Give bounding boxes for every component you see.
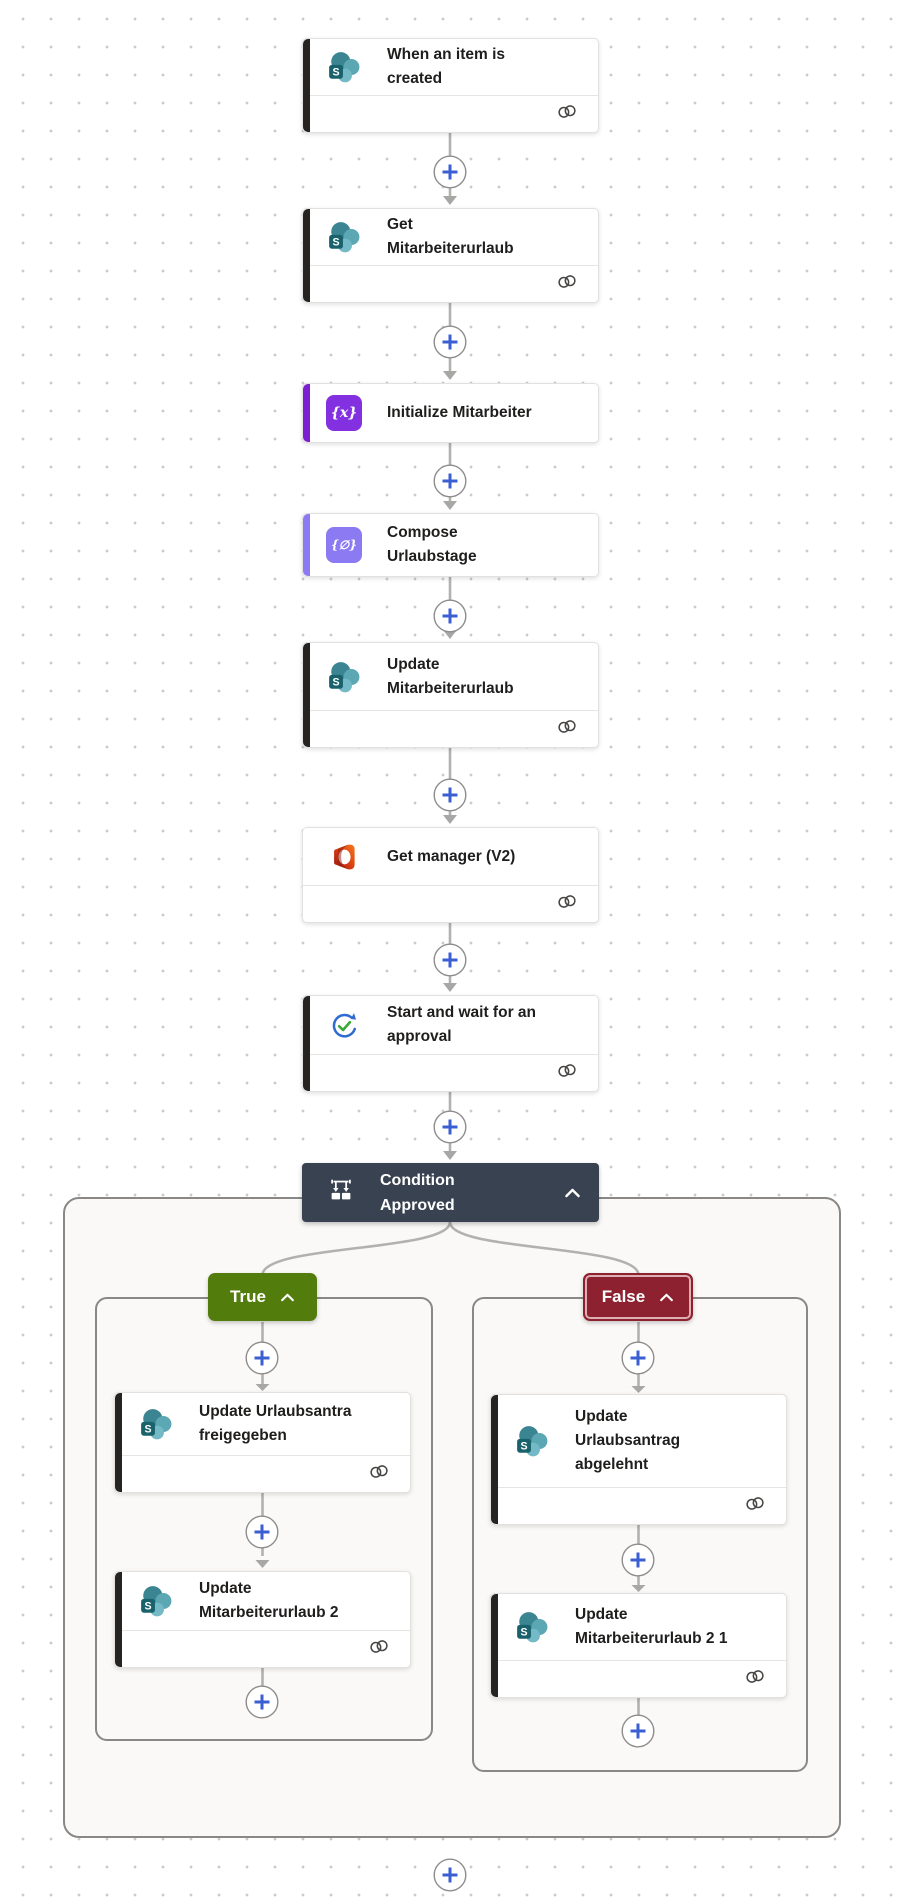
insert-step-button[interactable] xyxy=(621,1714,655,1748)
insert-step-button[interactable] xyxy=(433,943,467,977)
accent-bar xyxy=(303,39,310,132)
connection-link-icon xyxy=(744,1669,766,1689)
accent-bar xyxy=(303,384,310,442)
action-card-update-mitarbeiterurlaub[interactable]: S Update Mitarbeiterurlaub xyxy=(302,642,599,748)
svg-text:S: S xyxy=(144,1424,151,1436)
card-title: Update Mitarbeiterurlaub 2 xyxy=(199,1580,339,1621)
card-title: Update Urlaubsantrag abgelehnt xyxy=(575,1408,681,1473)
svg-text:S: S xyxy=(144,1601,151,1613)
insert-step-button[interactable] xyxy=(433,778,467,812)
sharepoint-icon: S xyxy=(137,1584,175,1618)
true-branch-badge[interactable]: True xyxy=(208,1273,317,1321)
card-title: Initialize Mitarbeiter xyxy=(387,404,532,421)
sharepoint-icon: S xyxy=(325,660,363,694)
accent-bar xyxy=(303,209,310,302)
action-card-start-and-wait-approval[interactable]: Start and wait for an approval xyxy=(302,995,599,1092)
connection-link-icon xyxy=(368,1464,390,1484)
card-footer xyxy=(115,1455,410,1492)
action-card-get-mitarbeiterurlaub[interactable]: S Get Mitarbeiterurlaub xyxy=(302,208,599,303)
insert-step-button[interactable] xyxy=(433,155,467,189)
insert-step-button[interactable] xyxy=(245,1341,279,1375)
sharepoint-icon: S xyxy=(513,1610,551,1644)
card-title: Update Urlaubsantra freigegeben xyxy=(199,1403,352,1444)
accent-bar xyxy=(491,1395,498,1524)
trigger-card-when-item-created[interactable]: S When an item is created xyxy=(302,38,599,133)
collapse-chevron-icon[interactable] xyxy=(564,1188,581,1198)
svg-text:S: S xyxy=(332,67,339,79)
accent-bar xyxy=(303,996,310,1091)
card-footer xyxy=(303,265,598,302)
connection-link-icon xyxy=(556,894,578,914)
svg-text:S: S xyxy=(520,1627,527,1639)
card-title: When an item is created xyxy=(387,46,505,87)
connection-link-icon xyxy=(556,104,578,124)
card-title: Update Mitarbeiterurlaub 2 1 xyxy=(575,1606,728,1647)
action-card-compose-urlaubstage[interactable]: {∅} Compose Urlaubstage xyxy=(302,513,599,577)
card-footer xyxy=(303,95,598,132)
card-title: Update Mitarbeiterurlaub xyxy=(387,655,514,697)
condition-branch-icon xyxy=(326,1175,356,1210)
card-title: Compose Urlaubstage xyxy=(387,524,477,565)
card-title: Get Mitarbeiterurlaub xyxy=(387,216,514,257)
insert-step-button[interactable] xyxy=(621,1341,655,1375)
compose-icon: {∅} xyxy=(325,527,363,563)
sharepoint-icon: S xyxy=(137,1407,175,1441)
approvals-icon xyxy=(325,1010,363,1041)
collapse-chevron-icon[interactable] xyxy=(280,1287,295,1307)
card-title: Get manager (V2) xyxy=(387,847,516,865)
insert-step-button[interactable] xyxy=(245,1515,279,1549)
card-footer xyxy=(303,885,598,922)
connection-link-icon xyxy=(556,719,578,739)
svg-text:S: S xyxy=(332,676,339,688)
accent-bar xyxy=(491,1594,498,1697)
card-footer xyxy=(115,1630,410,1667)
sharepoint-icon: S xyxy=(325,220,363,254)
svg-text:S: S xyxy=(520,1441,527,1453)
true-branch-label: True xyxy=(230,1287,266,1306)
office365-icon xyxy=(325,842,363,872)
insert-step-button[interactable] xyxy=(433,464,467,498)
insert-step-button[interactable] xyxy=(621,1543,655,1577)
card-footer xyxy=(303,1054,598,1091)
sharepoint-icon: S xyxy=(325,50,363,84)
condition-title: Condition Approved xyxy=(380,1171,455,1214)
card-footer xyxy=(491,1660,786,1697)
card-title: Start and wait for an approval xyxy=(387,1004,536,1045)
action-card-update-mitarbeiterurlaub-2-1[interactable]: S Update Mitarbeiterurlaub 2 1 xyxy=(490,1593,787,1698)
accent-bar xyxy=(303,514,310,576)
sharepoint-icon: S xyxy=(513,1424,551,1458)
collapse-chevron-icon[interactable] xyxy=(659,1287,674,1307)
action-card-update-urlaubsantrag-freigegeben[interactable]: S Update Urlaubsantra freigegeben xyxy=(114,1392,411,1493)
card-footer xyxy=(303,710,598,747)
accent-bar xyxy=(303,643,310,747)
action-card-update-urlaubsantrag-abgelehnt[interactable]: S Update Urlaubsantrag abgelehnt xyxy=(490,1394,787,1525)
card-footer xyxy=(491,1487,786,1524)
false-branch-label: False xyxy=(601,1287,646,1306)
false-branch-badge[interactable]: False xyxy=(583,1273,693,1321)
insert-step-button[interactable] xyxy=(433,1110,467,1144)
action-card-get-manager-v2[interactable]: Get manager (V2) xyxy=(302,827,599,923)
insert-step-button[interactable] xyxy=(433,599,467,633)
connection-link-icon xyxy=(556,274,578,294)
insert-step-button[interactable] xyxy=(433,325,467,359)
accent-bar xyxy=(115,1393,122,1492)
insert-step-button[interactable] xyxy=(433,1858,467,1892)
initialize-variable-icon: {x} xyxy=(325,395,363,431)
accent-bar xyxy=(115,1572,122,1667)
condition-card-approved[interactable]: Condition Approved xyxy=(302,1163,599,1222)
action-card-update-mitarbeiterurlaub-2[interactable]: S Update Mitarbeiterurlaub 2 xyxy=(114,1571,411,1668)
connection-link-icon xyxy=(744,1496,766,1516)
action-card-initialize-mitarbeiter[interactable]: {x} Initialize Mitarbeiter xyxy=(302,383,599,443)
connection-link-icon xyxy=(368,1639,390,1659)
insert-step-button[interactable] xyxy=(245,1685,279,1719)
svg-text:S: S xyxy=(332,237,339,249)
connection-link-icon xyxy=(556,1063,578,1083)
